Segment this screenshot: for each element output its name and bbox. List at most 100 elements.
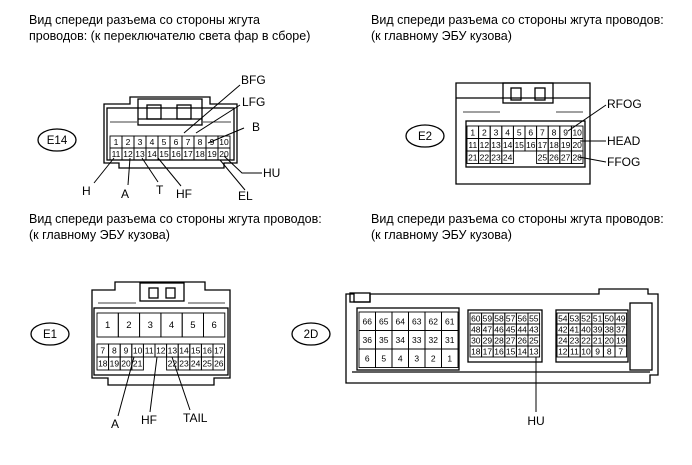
e2-cell xyxy=(501,150,514,164)
e2-pin-16: 16 xyxy=(526,140,536,150)
e14-pin-19: 19 xyxy=(207,149,217,159)
d2-pin-54: 54 xyxy=(558,314,568,324)
e2-pin-23: 23 xyxy=(491,152,501,162)
label-e14-b: B xyxy=(252,120,260,134)
e2-pin-21: 21 xyxy=(468,152,478,162)
label-e14-bfg: BFG xyxy=(241,73,266,87)
e1-pin-15: 15 xyxy=(191,346,201,356)
leader-e14-hu xyxy=(223,155,262,174)
e2-pin-26: 26 xyxy=(549,152,559,162)
e2-pin-9: 9 xyxy=(563,127,568,137)
connector-2d-body xyxy=(345,288,659,384)
label-e14-h: H xyxy=(82,184,91,198)
d2-pin-40: 40 xyxy=(581,325,591,335)
e14-pin-4: 4 xyxy=(150,137,155,147)
caption-e1: Вид спереди разъема со стороны жгута про… xyxy=(29,212,322,242)
d2-pin-63: 63 xyxy=(412,316,422,326)
e14-cell xyxy=(217,147,231,161)
connector-e2-id-oval xyxy=(405,124,445,148)
d2-pin-33: 33 xyxy=(412,335,422,345)
e2-pin-18: 18 xyxy=(549,140,559,150)
d2-pin-13: 13 xyxy=(529,347,539,357)
d2-pin-29: 29 xyxy=(483,336,493,346)
e14-pin-8: 8 xyxy=(198,137,203,147)
d2-pin-16: 16 xyxy=(494,347,504,357)
d2-pin-15: 15 xyxy=(506,347,516,357)
e1-pin-10: 10 xyxy=(133,346,143,356)
leader-e2-ffog xyxy=(578,156,607,163)
connector-e2-id: E2 xyxy=(418,131,432,143)
d2-pin-20: 20 xyxy=(604,336,614,346)
e1-pin-17: 17 xyxy=(214,346,224,356)
e1-pin-13: 13 xyxy=(168,346,178,356)
d2-pin-58: 58 xyxy=(494,314,504,324)
d2-pin-10: 10 xyxy=(581,347,591,357)
e14-pin-17: 17 xyxy=(183,149,193,159)
d2-pin-62: 62 xyxy=(429,316,439,326)
d2-pin-38: 38 xyxy=(604,325,614,335)
e2-pin-27: 27 xyxy=(561,152,571,162)
label-e14-t: T xyxy=(156,183,164,197)
d2-cell xyxy=(527,345,541,358)
d2-pin-12: 12 xyxy=(558,347,568,357)
d2-pin-19: 19 xyxy=(616,336,626,346)
e1-pin-8: 8 xyxy=(112,346,117,356)
e2-pin-1: 1 xyxy=(470,127,475,137)
e14-pin-10: 10 xyxy=(219,137,229,147)
e1-pin-26: 26 xyxy=(214,359,224,369)
e2-pin-3: 3 xyxy=(494,127,499,137)
e14-pin-2: 2 xyxy=(126,137,131,147)
e14-pin-3: 3 xyxy=(138,137,143,147)
d2-pin-32: 32 xyxy=(429,335,439,345)
d2-pin-49: 49 xyxy=(616,314,626,324)
d2-pin-51: 51 xyxy=(593,314,603,324)
connector-e1-id: E1 xyxy=(43,329,57,341)
d2-pin-5: 5 xyxy=(381,353,386,363)
e2-pin-22: 22 xyxy=(480,152,490,162)
connector-e14-id-oval xyxy=(37,128,77,152)
d2-pin-9: 9 xyxy=(595,347,600,357)
label-e1-tail: TAIL xyxy=(183,411,208,425)
d2-cell xyxy=(441,348,459,368)
d2-pin-47: 47 xyxy=(483,325,493,335)
d2-pin-14: 14 xyxy=(517,347,527,357)
connector-e14-id: E14 xyxy=(47,135,68,147)
connector-e1-body xyxy=(91,281,231,386)
e14-pin-15: 15 xyxy=(159,149,169,159)
d2-pin-3: 3 xyxy=(414,353,419,363)
connector-2d-id-oval xyxy=(291,322,331,346)
e1-cell xyxy=(203,312,226,338)
e2-pin-5: 5 xyxy=(517,127,522,137)
leader-e14-a xyxy=(127,157,131,186)
e2-pin-14: 14 xyxy=(503,140,513,150)
leader-e14-b xyxy=(207,127,245,144)
d2-pin-7: 7 xyxy=(618,347,623,357)
e14-pin-1: 1 xyxy=(114,137,119,147)
d2-pin-66: 66 xyxy=(363,316,373,326)
leader-e14-hf xyxy=(157,157,182,187)
d2-pin-50: 50 xyxy=(604,314,614,324)
e1-pin-3: 3 xyxy=(148,320,153,331)
leader-e1-tail xyxy=(171,356,191,411)
e1-pin-24: 24 xyxy=(191,359,201,369)
label-e14-a: A xyxy=(121,187,129,201)
d2-pin-44: 44 xyxy=(517,325,527,335)
d2-pin-8: 8 xyxy=(607,347,612,357)
d2-pin-28: 28 xyxy=(494,336,504,346)
d2-pin-21: 21 xyxy=(593,336,603,346)
e14-pin-9: 9 xyxy=(210,137,215,147)
e2-pin-25: 25 xyxy=(538,152,548,162)
e1-pin-1: 1 xyxy=(105,320,110,331)
e1-pin-9: 9 xyxy=(124,346,129,356)
leader-e2-rfog xyxy=(567,104,607,132)
e14-pin-7: 7 xyxy=(186,137,191,147)
e1-cell xyxy=(212,356,226,371)
e2-pin-6: 6 xyxy=(528,127,533,137)
e2-pin-13: 13 xyxy=(491,140,501,150)
d2-pin-24: 24 xyxy=(558,336,568,346)
e1-pin-4: 4 xyxy=(169,320,174,331)
d2-pin-37: 37 xyxy=(616,325,626,335)
d2-cell xyxy=(614,345,628,358)
connector-e2-body xyxy=(455,82,591,185)
e2-pin-24: 24 xyxy=(503,152,513,162)
